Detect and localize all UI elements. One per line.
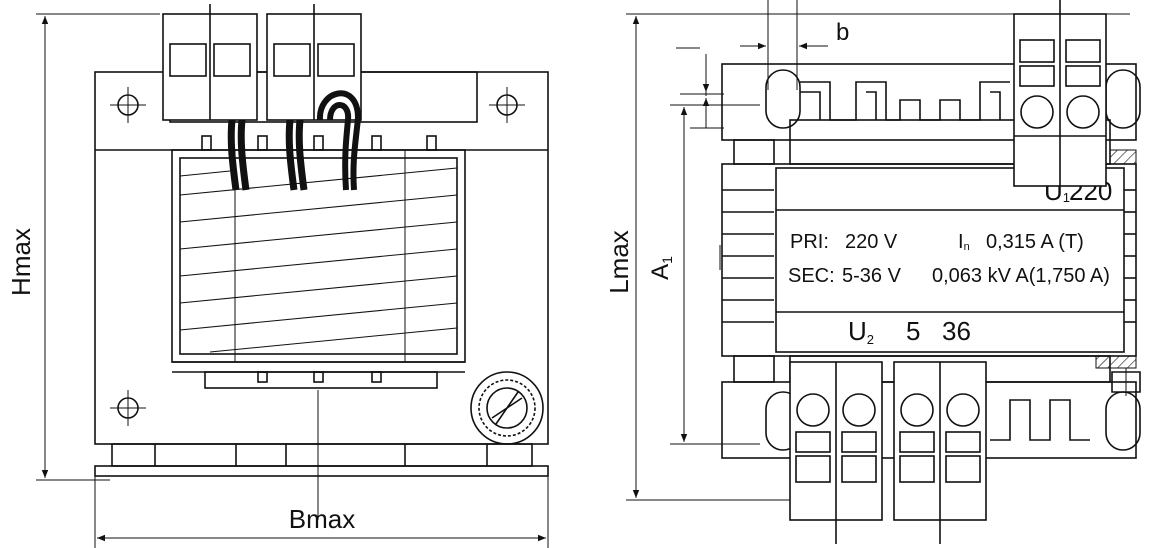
front-view: Hmax [6,4,549,548]
side-terminal-bottom [789,361,987,544]
side-ground-screw-icon [1111,368,1141,396]
pri-label: PRI: [790,231,829,253]
front-tabs [201,135,437,151]
b-label: b [836,19,849,46]
u2-subscript: 2 [867,332,874,347]
front-mount-holes [110,87,525,426]
hmax-label: Hmax [6,228,36,296]
in-subscript: n [964,241,970,253]
front-terminal-blocks [162,4,362,121]
b-dimension: b [740,0,849,90]
side-view: Lmax A1 b [604,0,1141,544]
lmax-dimension: Lmax [604,13,800,501]
hatch-bottom [1095,355,1137,369]
core-ribs-right [1124,189,1136,323]
bmax-label: Bmax [289,504,355,534]
u2-value-1: 5 [906,316,920,346]
a1-dimension: A1 [647,104,760,445]
svg-text:A1: A1 [647,256,675,280]
slot-dimension [676,47,724,129]
core-ribs-left [722,189,774,323]
in-label: I [958,231,964,253]
hmax-dimension: Hmax [6,13,160,481]
front-coil [171,149,466,373]
sec-value: 5-36 V [842,265,902,287]
pri-value: 220 V [845,231,898,253]
side-terminal-top [1013,0,1107,187]
power-value: 0,063 kV A(1,750 A) [932,265,1110,287]
u2-label: U [848,316,867,346]
lmax-label: Lmax [604,230,634,294]
hatch-top [1109,149,1137,165]
bmax-dimension: Bmax [94,476,549,548]
nameplate: U1 220 PRI: 220 V In 0,315 A (T) SEC: 5-… [775,167,1125,353]
svg-text:U2: U2 [848,316,874,347]
a1-label: A [647,264,674,280]
svg-text:In: In [958,231,970,253]
front-bottom-bracket [204,371,438,389]
in-value: 0,315 A (T) [986,231,1084,253]
sec-label: SEC: [788,265,835,287]
u2-value-2: 36 [942,316,971,346]
a1-subscript: 1 [659,256,675,264]
u1-subscript: 1 [1063,190,1070,205]
front-base [94,443,549,477]
front-wires [227,90,362,191]
ground-terminal-icon [470,371,544,445]
